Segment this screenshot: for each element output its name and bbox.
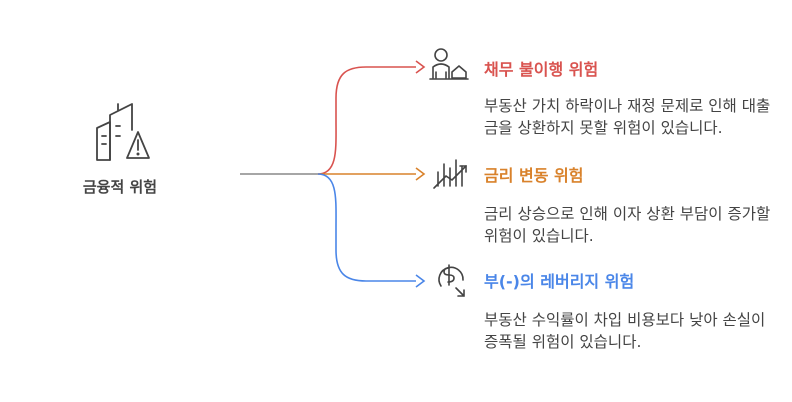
- center-topic-label: 금융적 위험: [82, 178, 158, 196]
- branch-description-interest-rate-risk: 금리 상승으로 인해 이자 상환 부담이 증가할 위험이 있습니다.: [484, 205, 771, 245]
- branch-title-interest-rate-risk: 금리 변동 위험: [484, 166, 584, 185]
- buildings-warning-icon: [96, 103, 150, 161]
- branch-description-default-risk: 부동산 가치 하락이나 재정 문제로 인해 대출금을 상환하지 못할 위험이 있…: [484, 97, 771, 137]
- dollar-down-arrow-icon: [438, 264, 465, 297]
- branch-arrow-2: [415, 167, 426, 181]
- branch-title-default-risk: 채무 불이행 위험: [484, 60, 599, 79]
- person-house-icon: [429, 48, 469, 80]
- branch-description-negative-leverage-risk: 부동산 수익률이 차입 비용보다 낮아 손실이 증폭될 위험이 있습니다.: [484, 311, 766, 351]
- branch-connector-3: [317, 173, 416, 282]
- trend-up-chart-icon: [433, 159, 467, 189]
- branch-arrow-1: [415, 60, 426, 74]
- branch-title-negative-leverage-risk: 부(-)의 레버리지 위험: [484, 272, 635, 291]
- branch-arrow-3: [415, 274, 426, 288]
- branch-connector-1: [317, 66, 416, 175]
